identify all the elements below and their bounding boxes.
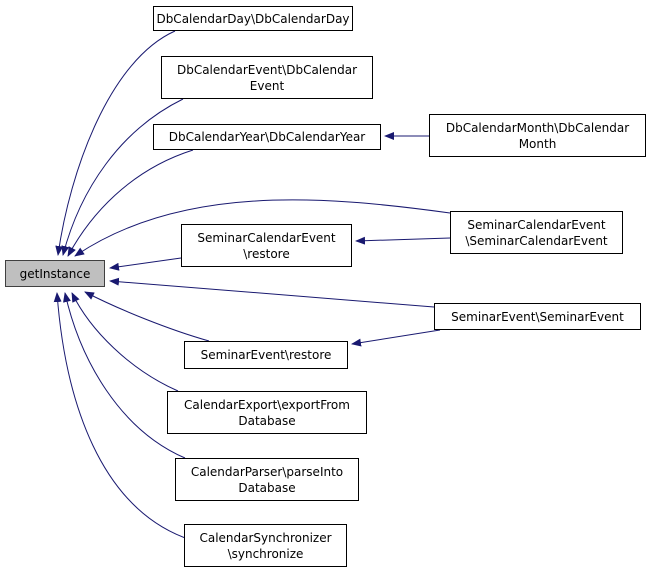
- edge-scevent-to-screstore: [355, 236, 451, 245]
- node-label: SeminarCalendarEvent: [197, 230, 336, 245]
- node-label: Database: [238, 480, 296, 495]
- edge-dbyear-to-getInstance: [67, 149, 194, 257]
- edge-sync-to-getInstance: [53, 292, 192, 541]
- node-label: DbCalendarEvent\DbCalendar: [176, 62, 358, 77]
- node-label: SeminarCalendarEvent: [467, 217, 606, 232]
- node-label: DbCalendarMonth\DbCalendar: [445, 120, 630, 135]
- node-dbcalendarmonth[interactable]: DbCalendarMonth\DbCalendar Month: [429, 114, 646, 157]
- node-label: SeminarEvent\SeminarEvent: [451, 309, 624, 324]
- edge-serestore-to-getInstance: [84, 291, 210, 342]
- node-dbcalendarday[interactable]: DbCalendarDay\DbCalendarDay: [153, 6, 353, 31]
- node-seminarevent-constructor[interactable]: SeminarEvent\SeminarEvent: [434, 303, 641, 330]
- node-dbcalendaryear[interactable]: DbCalendarYear\DbCalendarYear: [153, 124, 381, 150]
- node-label: CalendarSynchronizer: [199, 530, 332, 545]
- node-label: getInstance: [19, 266, 91, 281]
- edge-dbday-to-getInstance: [55, 30, 176, 256]
- node-label: \SeminarCalendarEvent: [465, 233, 608, 248]
- edge-export-to-getInstance: [71, 292, 179, 392]
- node-label: Month: [518, 136, 557, 151]
- node-dbcalendarevent[interactable]: DbCalendarEvent\DbCalendar Event: [161, 56, 373, 99]
- edge-parser-to-getInstance: [63, 292, 186, 459]
- edge-screstore-to-getInstance: [109, 257, 182, 271]
- node-label: DbCalendarYear\DbCalendarYear: [168, 130, 366, 144]
- edge-seevent-to-getInstance: [109, 277, 435, 308]
- node-label: \synchronize: [227, 546, 304, 561]
- node-label: SeminarEvent\restore: [200, 348, 332, 362]
- node-label: Event: [249, 78, 285, 93]
- node-calendarsynchronizer[interactable]: CalendarSynchronizer \synchronize: [184, 524, 347, 567]
- edge-dbevent-to-getInstance: [61, 98, 184, 256]
- node-getinstance[interactable]: getInstance: [5, 260, 105, 287]
- node-label: Database: [238, 413, 296, 428]
- node-seminarcalendarevent-restore[interactable]: SeminarCalendarEvent \restore: [181, 224, 352, 267]
- node-seminarevent-restore[interactable]: SeminarEvent\restore: [184, 341, 348, 369]
- node-calendarexport[interactable]: CalendarExport\exportFrom Database: [167, 391, 367, 434]
- node-label: CalendarExport\exportFrom: [184, 397, 350, 412]
- node-seminarcalendarevent-constructor[interactable]: SeminarCalendarEvent \SeminarCalendarEve…: [450, 211, 623, 254]
- node-label: DbCalendarDay\DbCalendarDay: [156, 11, 350, 26]
- node-calendarparser[interactable]: CalendarParser\parseInto Database: [175, 458, 359, 501]
- node-label: CalendarParser\parseInto: [190, 464, 344, 479]
- node-label: \restore: [243, 246, 290, 261]
- edge-seevent-to-serestore: [351, 329, 441, 347]
- edge-scevent-to-getInstance: [74, 199, 451, 257]
